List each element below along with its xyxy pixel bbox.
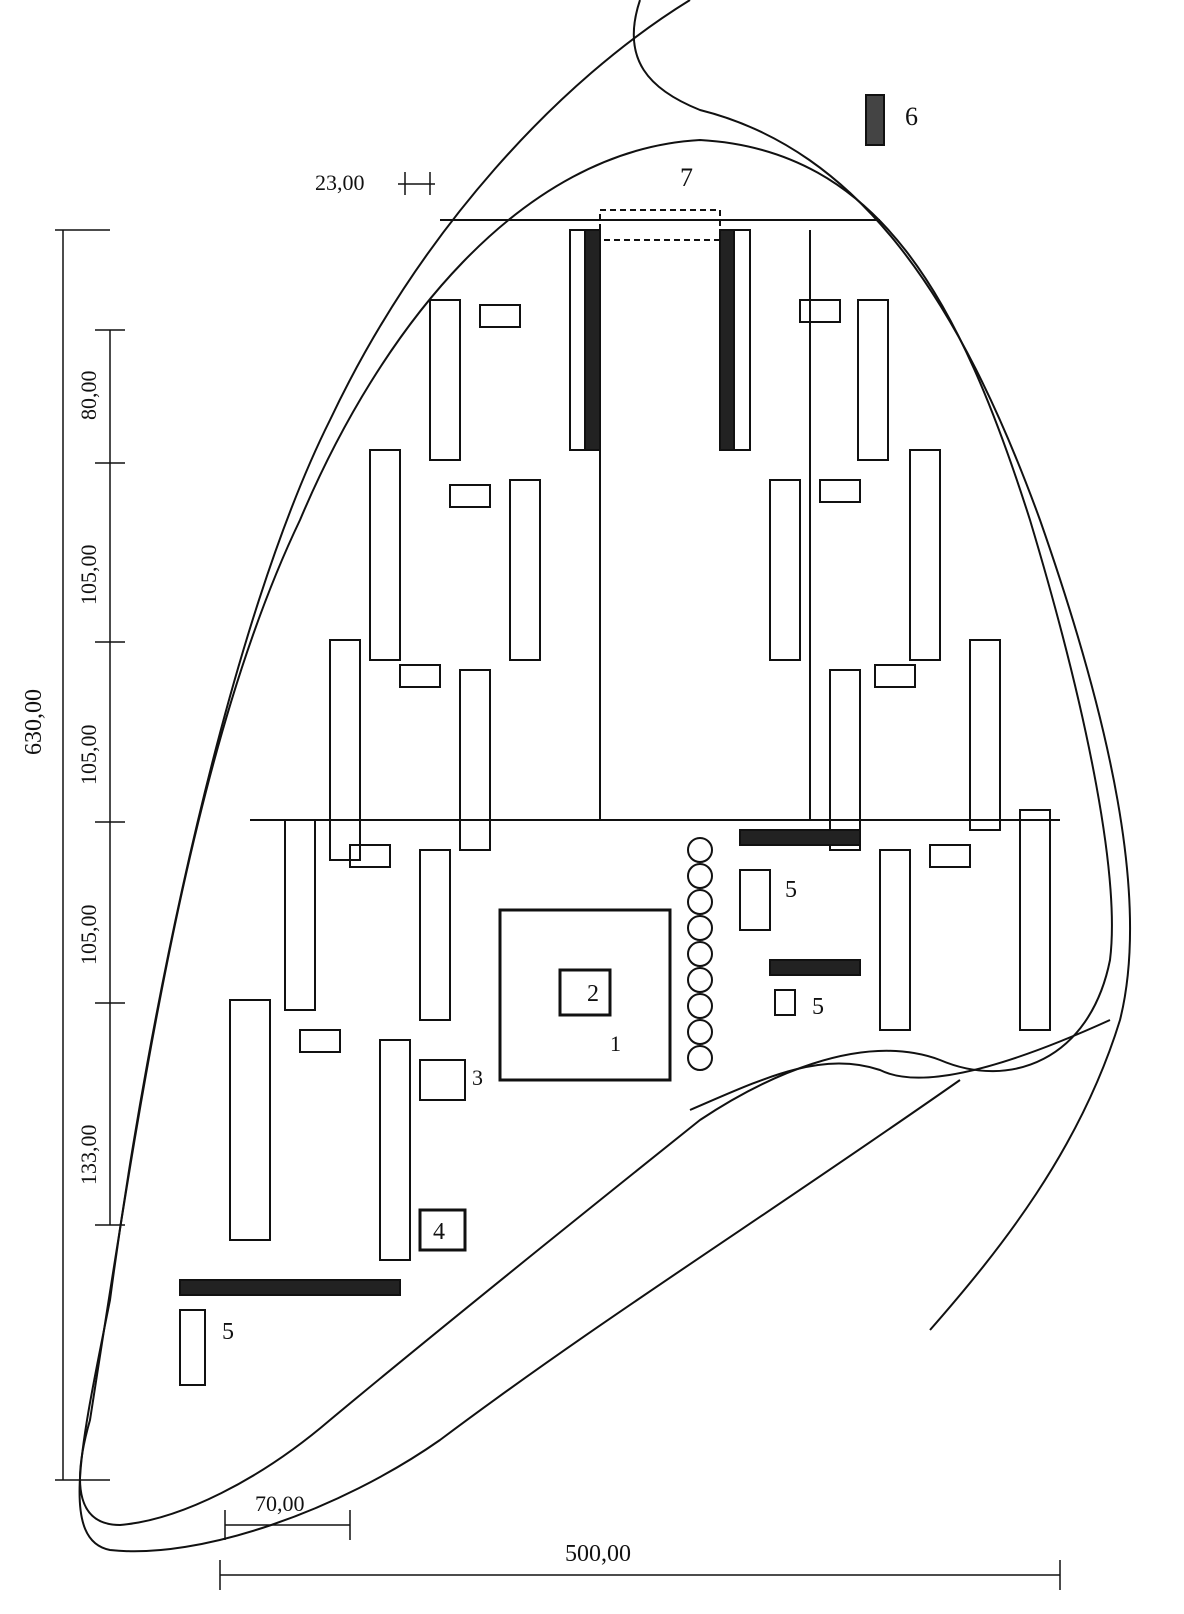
building-6: [865, 94, 885, 146]
label-4: 4: [433, 1219, 445, 1245]
label-7: 7: [680, 163, 693, 192]
garages: [299, 299, 971, 1053]
label-5-south: 5: [222, 1319, 234, 1345]
dim-segment-2: 105,00: [76, 544, 101, 606]
building-3: [419, 1059, 466, 1101]
dim-segment-4: 105,00: [76, 904, 101, 966]
tree-row: [687, 837, 713, 1071]
building-2: [558, 968, 612, 1017]
dim-total-height: 630,00: [21, 689, 47, 755]
label-6: 6: [905, 102, 918, 131]
dimension-lines: [55, 172, 1061, 1590]
right-road: [632, 0, 1132, 1331]
label-5-middle: 5: [812, 994, 824, 1020]
site-boundary: [79, 138, 1113, 1527]
residential-blocks: [179, 229, 1051, 1296]
building-7-outline: [599, 209, 721, 241]
dim-top-gap: 23,00: [315, 170, 365, 195]
building-5-east: [739, 829, 861, 846]
label-5-north: 5: [785, 877, 797, 903]
dim-segment-3: 105,00: [76, 724, 101, 786]
dim-segment-5: 133,00: [76, 1124, 101, 1186]
building-5-south: [179, 1309, 206, 1386]
dim-bottom-segment: 70,00: [255, 1491, 305, 1516]
label-3: 3: [472, 1065, 483, 1090]
building-4: [418, 1208, 467, 1252]
label-1: 1: [610, 1031, 621, 1056]
label-2: 2: [587, 981, 599, 1007]
building-1: [498, 908, 672, 1082]
bay-road: [689, 1019, 1111, 1111]
outer-road: [78, 0, 961, 1553]
dim-segment-1: 80,00: [76, 370, 101, 421]
dim-bottom-width: 500,00: [565, 1541, 631, 1567]
